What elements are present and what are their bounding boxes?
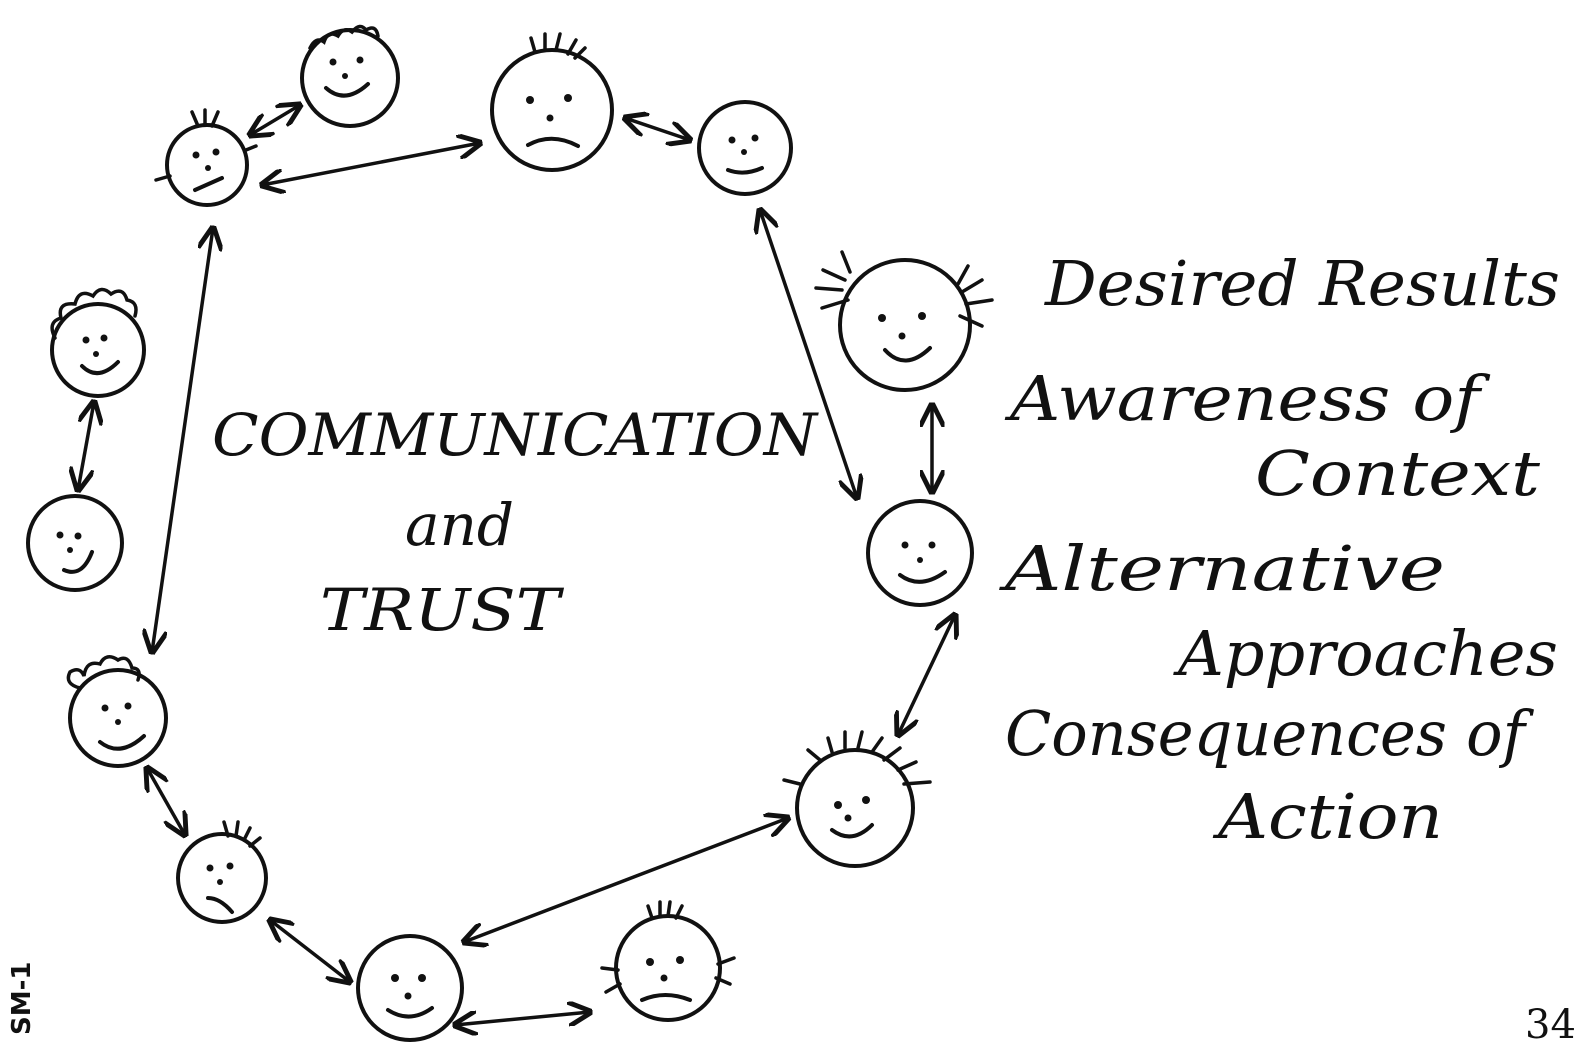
faces	[26, 24, 994, 1042]
connection-arrows	[78, 105, 955, 1025]
link-f4-f8	[760, 210, 857, 498]
face-person-9	[782, 730, 932, 868]
outcome-awareness-line2: Context	[1255, 437, 1540, 510]
center-caption: COMMUNICATION and TRUST	[212, 401, 819, 644]
outcomes-list: Desired Results Awareness of Context Alt…	[999, 247, 1560, 853]
face-person-11	[176, 820, 268, 924]
link-f1-f2	[250, 105, 300, 135]
link-f1-f3	[262, 143, 480, 185]
link-f10-f11	[147, 768, 185, 835]
outcome-awareness-line1: Awareness of	[1004, 362, 1491, 435]
margin-label: SM-1	[7, 962, 37, 1035]
link-f5-f6	[78, 402, 94, 490]
face-person-12	[356, 934, 464, 1042]
face-person-6	[26, 494, 124, 592]
center-title-line1: COMMUNICATION	[212, 401, 819, 469]
outcome-alternative-line2: Approaches	[1173, 617, 1558, 690]
face-person-4	[697, 100, 793, 196]
link-f11-f12	[270, 920, 350, 982]
link-f12-f13	[455, 1012, 590, 1025]
outcome-desired-results: Desired Results	[1044, 247, 1560, 320]
outcome-consequences-line1: Consequences of	[1005, 697, 1535, 770]
link-f3-f4	[625, 118, 690, 140]
face-person-2	[300, 24, 400, 128]
face-person-10	[66, 655, 168, 768]
link-f8-f9	[898, 615, 955, 735]
center-title-line2: and	[405, 491, 514, 559]
link-f12-f9	[464, 818, 788, 942]
outcome-alternative-line1: Alternative	[999, 532, 1445, 605]
page-number: 34	[1525, 1002, 1576, 1048]
face-person-8	[866, 499, 974, 607]
face-person-7	[814, 250, 994, 392]
face-person-13	[600, 900, 736, 1022]
face-person-5	[50, 287, 146, 398]
face-person-1	[154, 108, 258, 207]
outcome-consequences-line2: Action	[1212, 780, 1443, 853]
link-f1-f10	[152, 228, 213, 652]
center-title-line3: TRUST	[320, 576, 565, 644]
face-person-3	[490, 32, 614, 172]
